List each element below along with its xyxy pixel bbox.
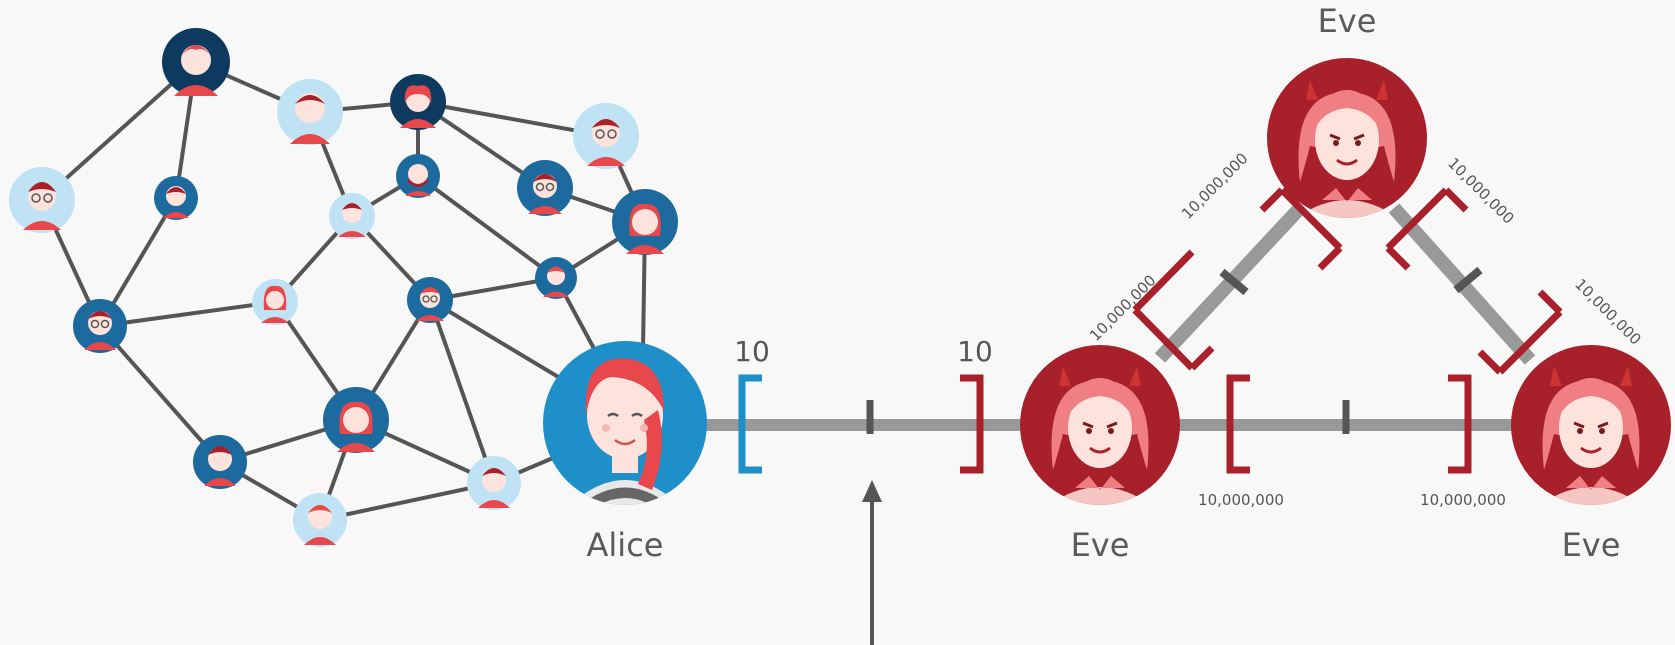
network-node-icon [396,154,440,198]
eve-capacity-label: 10 [957,335,993,368]
eve-left-label: Eve [1071,526,1130,564]
pointer-arrow [862,480,882,645]
network-node-icon [323,387,389,453]
alice-eve-channel: 10 10 [700,335,1030,474]
eve-right-label: Eve [1562,526,1621,564]
network-node-icon [535,257,577,299]
alice-balance-bracket [738,374,762,474]
network-node-icon [329,193,375,239]
network-node-icon [390,74,446,130]
eve-devil-avatar-icon [1020,345,1180,505]
network-node-icon [9,167,75,233]
capacity-label: 10,000,000 [1571,275,1644,348]
network-node-icon [162,28,230,96]
network-node-icon [467,456,521,510]
capacity-label: 10,000,000 [1198,491,1284,509]
alice-capacity-label: 10 [734,335,770,368]
network-nodes [9,28,678,547]
network-node-icon [277,79,343,145]
capacity-label: 10,000,000 [1420,491,1506,509]
network-node-icon [612,189,678,255]
network-node-icon [252,279,298,325]
network-node-icon [407,277,453,323]
capacity-label: 10,000,000 [1086,271,1159,344]
network-node-icon [193,435,247,489]
eve-balance-bracket [960,374,984,474]
alice-avatar-icon [543,341,707,505]
capacity-label: 10,000,000 [1444,154,1517,227]
eve-top-label: Eve [1318,2,1377,40]
network-node-icon [73,299,127,353]
alice-label: Alice [587,526,664,564]
network-node-icon [154,176,198,220]
network-node-icon [573,103,639,169]
eve-devil-avatar-icon [1511,345,1671,505]
capacity-label: 10,000,000 [1178,149,1251,222]
eve-devil-avatar-icon [1267,58,1427,218]
network-node-icon [293,493,347,547]
network-node-icon [517,160,573,216]
